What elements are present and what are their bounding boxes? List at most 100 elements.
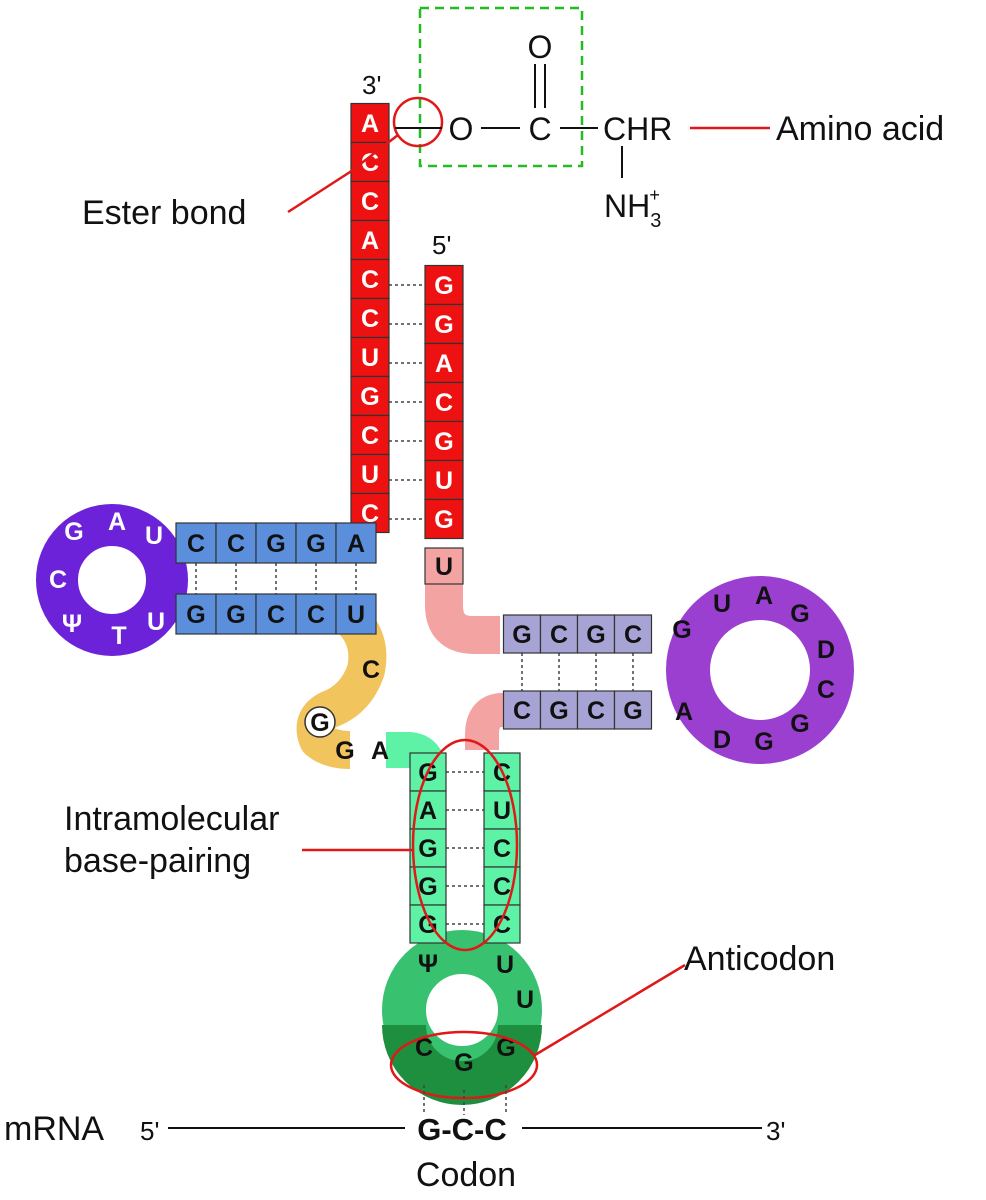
chem-chr: CHR bbox=[603, 111, 672, 147]
d-arm-bottom-nt: G bbox=[175, 593, 217, 635]
t-arm-bottom-nt-letter: G bbox=[623, 697, 642, 725]
variable-loop-nt: G bbox=[310, 709, 329, 737]
d-loop-nt: U bbox=[147, 608, 165, 636]
acceptor-3prime-nt: G bbox=[350, 375, 390, 417]
carboxyl-box bbox=[418, 6, 584, 168]
anticodon-nt: C bbox=[415, 1034, 433, 1062]
mrna-5-label: 5' bbox=[140, 1116, 159, 1146]
acceptor-3prime-nt: U bbox=[350, 336, 390, 378]
acceptor-5prime-nt-letter: G bbox=[434, 506, 453, 534]
d-arm-bottom-nt: U bbox=[335, 593, 377, 635]
t-loop-nt: C bbox=[817, 676, 835, 704]
ac-stem-right-nt-letter: U bbox=[493, 797, 511, 825]
ac-stem-right-nt-letter: C bbox=[493, 873, 511, 901]
mrna-label: mRNA bbox=[4, 1110, 104, 1148]
backbone-pink-bend bbox=[425, 568, 500, 654]
t-arm-top-nt-letter: C bbox=[550, 621, 568, 649]
intramolecular-ellipse bbox=[411, 738, 519, 952]
acceptor-5prime-extra-nt-letter: U bbox=[435, 553, 453, 581]
acceptor-3prime-nt-box bbox=[350, 141, 390, 183]
t-arm-top-nt: G bbox=[502, 614, 542, 654]
acceptor-5prime-nt-letter: G bbox=[434, 272, 453, 300]
d-arm-bottom-nt-letter: C bbox=[307, 601, 325, 629]
anticodon-nt: G bbox=[454, 1049, 473, 1077]
acceptor-3prime-nt: U bbox=[350, 453, 390, 495]
anticodon-arc bbox=[382, 1023, 542, 1105]
acceptor-3prime-nt-letter: C bbox=[361, 149, 379, 177]
t-arm-bottom-nt-letter: G bbox=[549, 697, 568, 725]
d-arm-top-nt: C bbox=[175, 522, 217, 564]
ac-stem-left-nt-box bbox=[409, 828, 447, 868]
ac-stem-left-nt-letter: G bbox=[418, 835, 437, 863]
t-arm-top-nt-box bbox=[576, 614, 616, 654]
ac-stem-right-nt: C bbox=[483, 752, 521, 792]
amino-acid-group: O C O CHR NH3+ bbox=[392, 6, 672, 232]
t-arm-top-nt-box bbox=[539, 614, 579, 654]
d-arm-top-nt-letter: C bbox=[187, 530, 205, 558]
d-arm-top-nt-box bbox=[175, 522, 217, 564]
d-arm-bottom-nt-letter: G bbox=[186, 601, 205, 629]
t-arm-top-nt: C bbox=[539, 614, 579, 654]
ac-stem-right-nt: C bbox=[483, 828, 521, 868]
t-loop-nt: U bbox=[713, 590, 731, 618]
acceptor-5prime-nt-box bbox=[424, 381, 464, 423]
t-arm-top-nt-letter: G bbox=[586, 621, 605, 649]
chem-nh3: NH3+ bbox=[604, 185, 661, 232]
t-arm-top-nt: G bbox=[576, 614, 616, 654]
t-loop-nt: G bbox=[790, 600, 809, 628]
ac-stem-left-nt-letter: G bbox=[418, 911, 437, 939]
intramolecular-label-1: Intramolecular bbox=[64, 800, 279, 838]
t-loop-nt: G bbox=[672, 616, 691, 644]
t-arm-top-nt-box bbox=[613, 614, 653, 654]
t-arm-bottom-nt-box bbox=[502, 690, 542, 730]
anticodon-label: Anticodon bbox=[684, 940, 835, 978]
t-arm-bottom-nt-letter: C bbox=[587, 697, 605, 725]
d-arm-top-nt-box bbox=[335, 522, 377, 564]
d-arm-top-nt-box bbox=[215, 522, 257, 564]
d-loop-nt: A bbox=[108, 508, 126, 536]
variable-loop-nt: G bbox=[335, 737, 354, 765]
t-arm-bottom-nt-letter: C bbox=[513, 697, 531, 725]
t-arm-top-nt: C bbox=[613, 614, 653, 654]
ester-bond-circle bbox=[392, 96, 444, 148]
t-arm-bottom-nt-box bbox=[576, 690, 616, 730]
ac-stem-right-nt-box bbox=[483, 828, 521, 868]
d-arm-top-nt: G bbox=[255, 522, 297, 564]
t-arm-bottom-nt: G bbox=[539, 690, 579, 730]
acceptor-3prime-nt-letter: U bbox=[361, 344, 379, 372]
acceptor-3prime-nt-box bbox=[350, 375, 390, 417]
acceptor-5prime-nt-letter: U bbox=[435, 467, 453, 495]
variable-loop-nt: C bbox=[362, 656, 380, 684]
base-pairs bbox=[195, 284, 634, 925]
d-arm-bottom-nt-box bbox=[255, 593, 297, 635]
t-arm-bottom-nt-box bbox=[539, 690, 579, 730]
acceptor-3prime-nt: C bbox=[350, 180, 390, 222]
d-arm-top-nt-letter: A bbox=[347, 530, 365, 558]
acceptor-5prime-nt: G bbox=[424, 264, 464, 306]
d-arm-bottom-nt-letter: U bbox=[347, 601, 365, 629]
d-arm-top-nt: A bbox=[335, 522, 377, 564]
ac-stem-left-nt: A bbox=[409, 790, 447, 830]
d-arm-bottom-nt: G bbox=[215, 593, 257, 635]
d-arm-top-nt-letter: C bbox=[227, 530, 245, 558]
ac-stem-right-nt-letter: C bbox=[493, 835, 511, 863]
codon-label: Codon bbox=[416, 1156, 516, 1194]
annotations: 3' 5' Amino acid Ester bond Intramolecul… bbox=[4, 70, 944, 1194]
ac-loop-extra-nt: U bbox=[516, 986, 534, 1014]
d-loop-nt: C bbox=[49, 566, 67, 594]
acceptor-3prime-nt: A bbox=[350, 102, 390, 144]
ester-bond-label: Ester bond bbox=[82, 194, 246, 232]
t-loop-nt: G bbox=[790, 710, 809, 738]
ac-stem-left-nt-letter: A bbox=[419, 797, 437, 825]
mrna-3-label: 3' bbox=[766, 1116, 785, 1146]
acceptor-5prime-nt: C bbox=[424, 381, 464, 423]
acceptor-3prime-nt-box bbox=[350, 180, 390, 222]
acceptor-3prime-nt-letter: C bbox=[361, 266, 379, 294]
d-arm-bottom-nt-box bbox=[335, 593, 377, 635]
acceptor-5prime-nt-box bbox=[424, 303, 464, 345]
acceptor-3prime-nt-letter: C bbox=[361, 305, 379, 333]
d-arm-bottom-nt-letter: C bbox=[267, 601, 285, 629]
amino-acid-label: Amino acid bbox=[776, 110, 944, 148]
